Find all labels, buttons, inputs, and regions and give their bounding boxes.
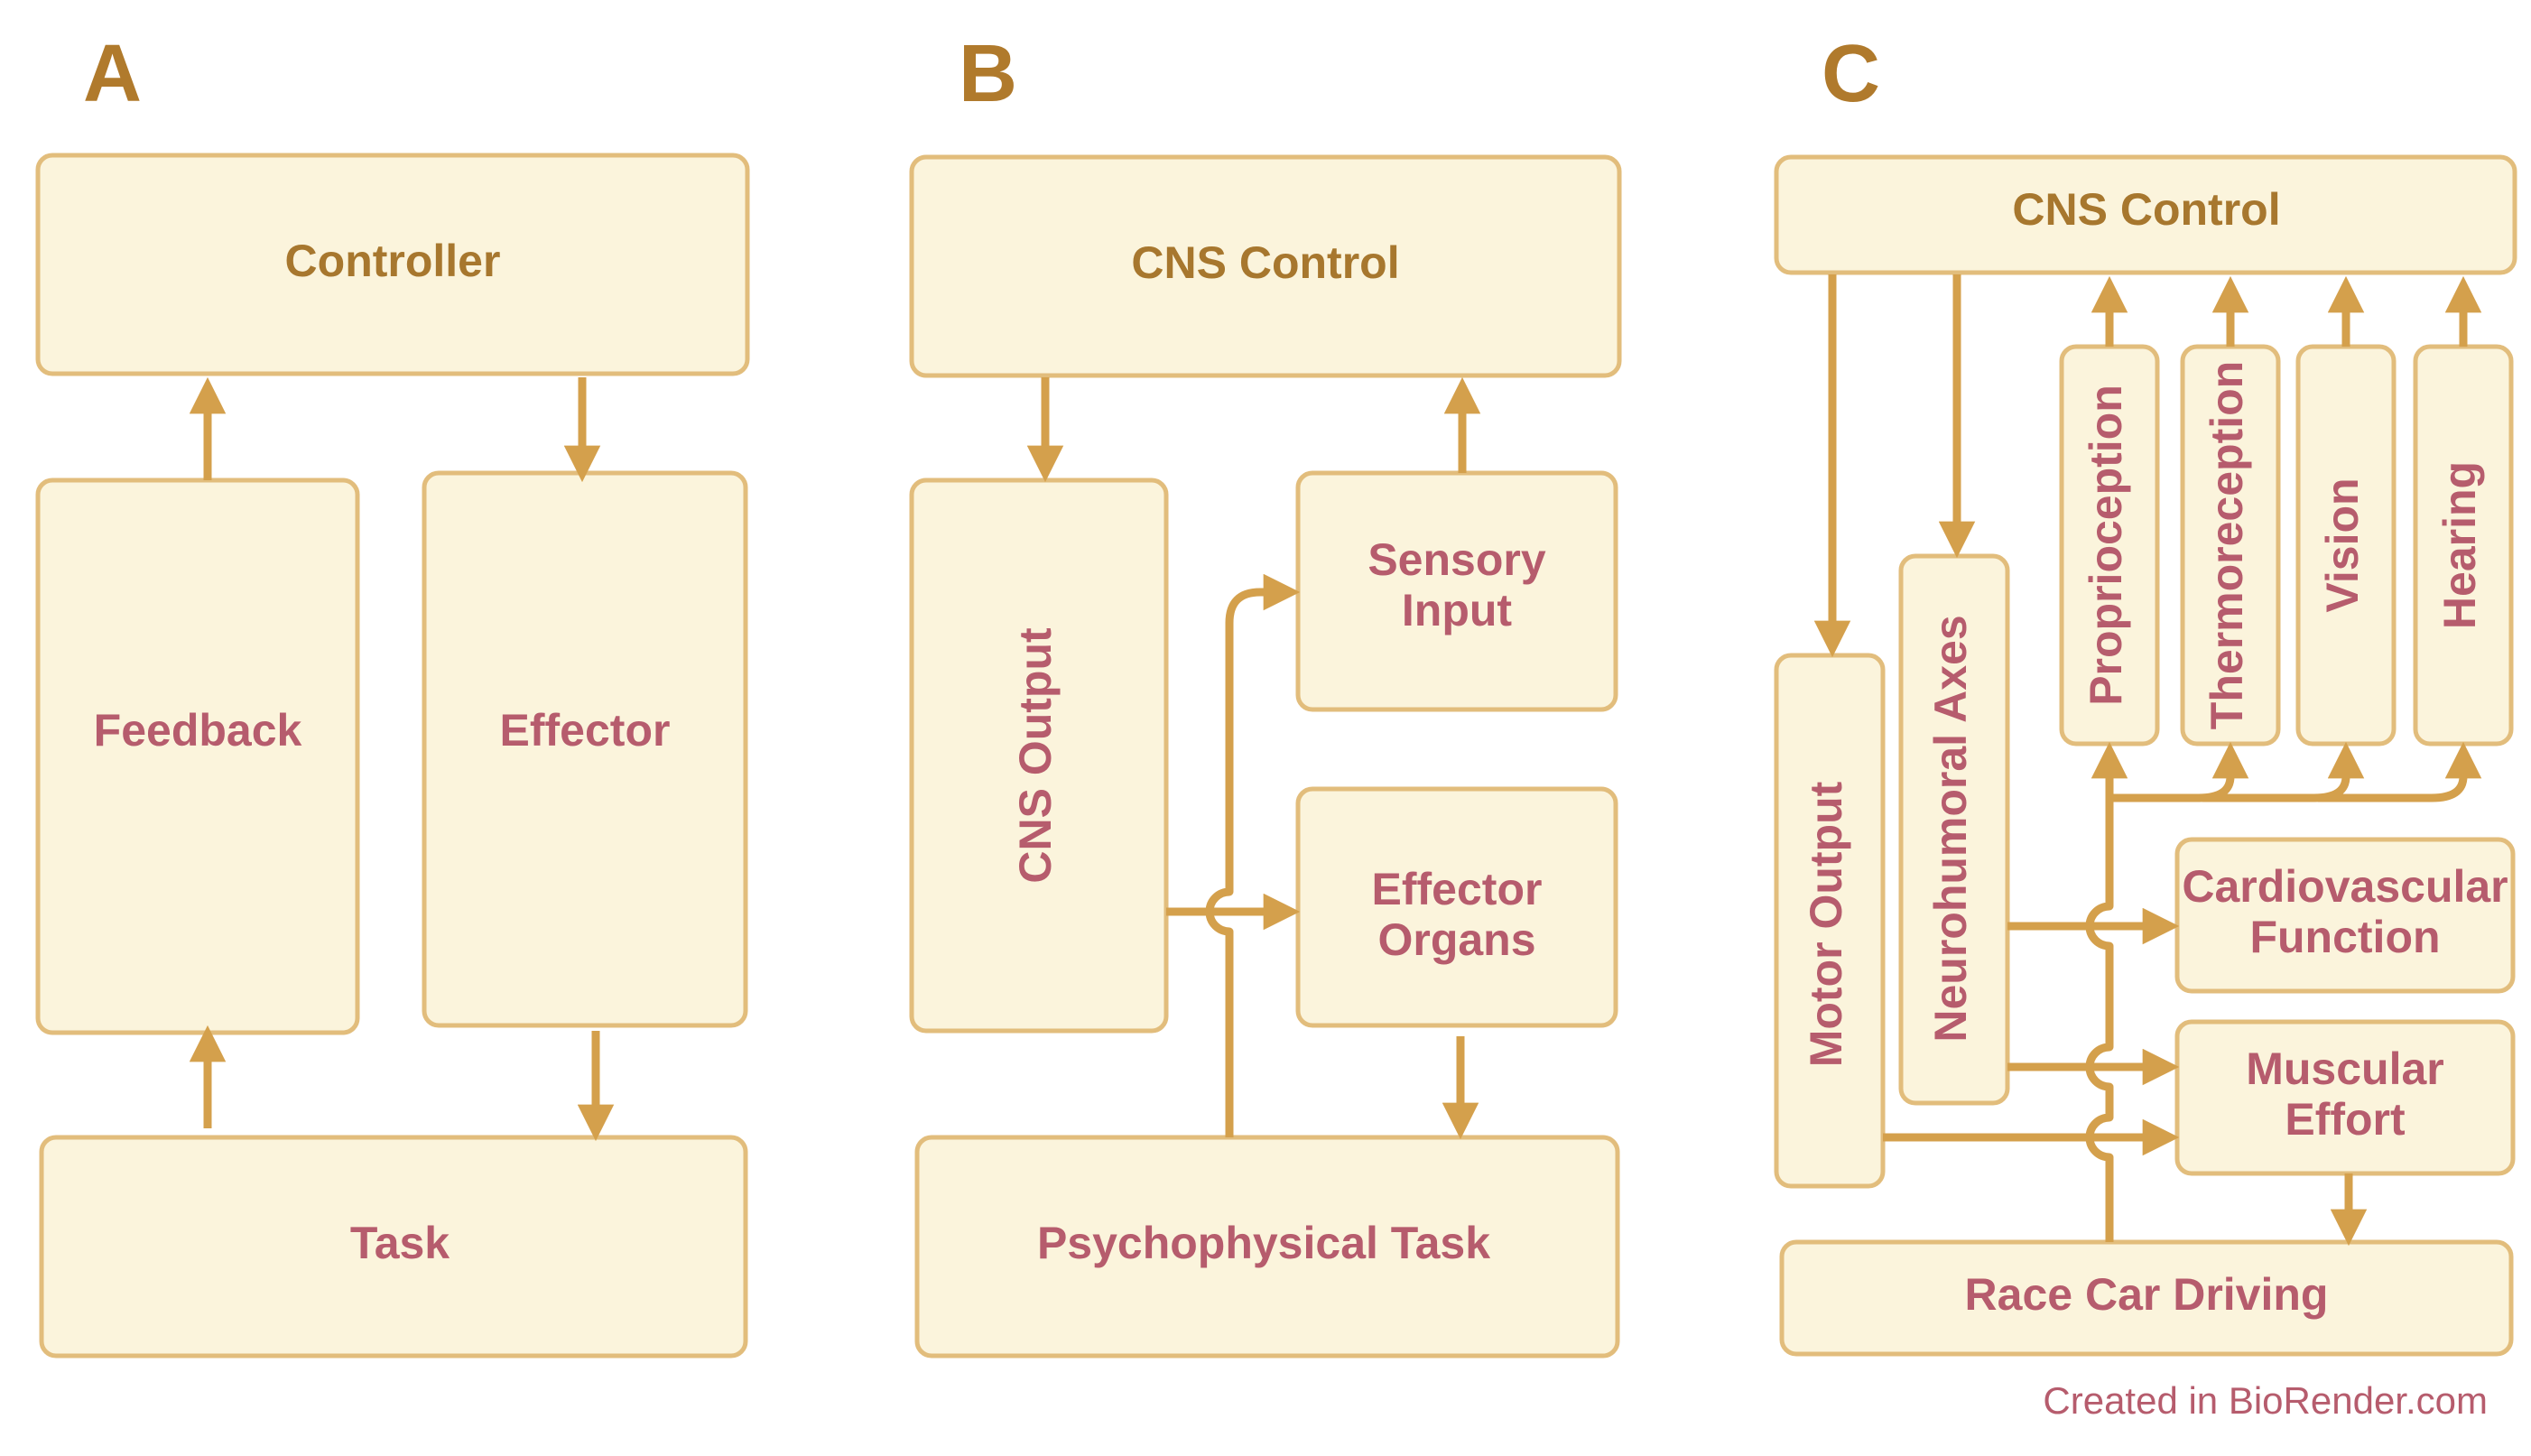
- cns-control-label-b: CNS Control: [1131, 237, 1399, 288]
- arrow-task-to-proprioception: [2085, 741, 2128, 1242]
- thermoreception-box: Thermoreception: [2180, 344, 2281, 747]
- race-car-driving-box: Race Car Driving: [1779, 1239, 2514, 1357]
- effector-organs-label-line1: Effector: [1372, 864, 1543, 914]
- neurohumoral-axes-label: Neurohumoral Axes: [1925, 615, 1976, 1042]
- motor-output-box: Motor Output: [1774, 653, 1886, 1189]
- arrow-task-to-sensory-input: [1205, 573, 1301, 1137]
- race-car-driving-label: Race Car Driving: [1965, 1269, 2329, 1320]
- panel-b-letter: B: [959, 29, 1017, 119]
- hearing-box: Hearing: [2413, 344, 2514, 747]
- controller-box: Controller: [35, 153, 750, 376]
- muscular-effort-label-line1: Muscular: [2246, 1043, 2444, 1094]
- psychophysical-task-box: Psychophysical Task: [914, 1135, 1620, 1359]
- arrow-branch-to-vision: [2202, 741, 2365, 802]
- cns-output-label: CNS Output: [1010, 627, 1061, 884]
- task-box: Task: [39, 1135, 748, 1359]
- hearing-label: Hearing: [2434, 461, 2485, 629]
- sensory-input-label-line2: Input: [1402, 585, 1513, 635]
- cardiovascular-function-label-line1: Cardiovascular: [2182, 861, 2508, 912]
- effector-box: Effector: [422, 470, 748, 1028]
- arrow-branch-to-thermoreception: [2109, 741, 2249, 802]
- panel-b: B CNS Control CNS Output Sensory Input E…: [909, 29, 1622, 1359]
- effector-organs-box: Effector Organs: [1295, 786, 1618, 1028]
- proprioception-label: Proprioception: [2081, 385, 2131, 706]
- effector-organs-label-line2: Organs: [1377, 914, 1535, 965]
- vision-label: Vision: [2317, 478, 2368, 612]
- cardiovascular-function-box: Cardiovascular Function: [2174, 837, 2516, 994]
- panel-c: C CNS Control Motor Output Neurohumoral …: [1774, 29, 2517, 1357]
- biorender-credit: Created in BioRender.com: [2043, 1379, 2488, 1422]
- cns-control-box-b: CNS Control: [909, 154, 1622, 378]
- cns-control-box-c: CNS Control: [1774, 154, 2517, 275]
- feedback-label: Feedback: [94, 705, 302, 756]
- panel-c-letter: C: [1822, 29, 1880, 119]
- controller-label: Controller: [285, 236, 501, 286]
- task-label: Task: [350, 1218, 450, 1268]
- panel-a-letter: A: [83, 29, 142, 119]
- cns-control-label-c: CNS Control: [2012, 184, 2280, 235]
- vision-box: Vision: [2295, 344, 2397, 747]
- muscular-effort-label-line2: Effort: [2285, 1094, 2406, 1145]
- motor-output-label: Motor Output: [1801, 781, 1851, 1067]
- effector-label: Effector: [500, 705, 671, 756]
- feedback-box: Feedback: [35, 478, 360, 1035]
- cns-output-box: CNS Output: [909, 478, 1169, 1034]
- sensory-input-box: Sensory Input: [1295, 470, 1618, 712]
- sensory-input-label-line1: Sensory: [1367, 534, 1546, 585]
- neurohumoral-axes-box: Neurohumoral Axes: [1898, 553, 2010, 1106]
- panel-a: A Controller Feedback Effector Task: [35, 29, 750, 1359]
- psychophysical-task-label: Psychophysical Task: [1037, 1218, 1490, 1268]
- arrow-branch-to-hearing: [2318, 741, 2482, 802]
- muscular-effort-box: Muscular Effort: [2174, 1019, 2516, 1176]
- thermoreception-label: Thermoreception: [2202, 361, 2252, 729]
- cardiovascular-function-label-line2: Function: [2249, 912, 2440, 962]
- proprioception-box: Proprioception: [2059, 344, 2160, 747]
